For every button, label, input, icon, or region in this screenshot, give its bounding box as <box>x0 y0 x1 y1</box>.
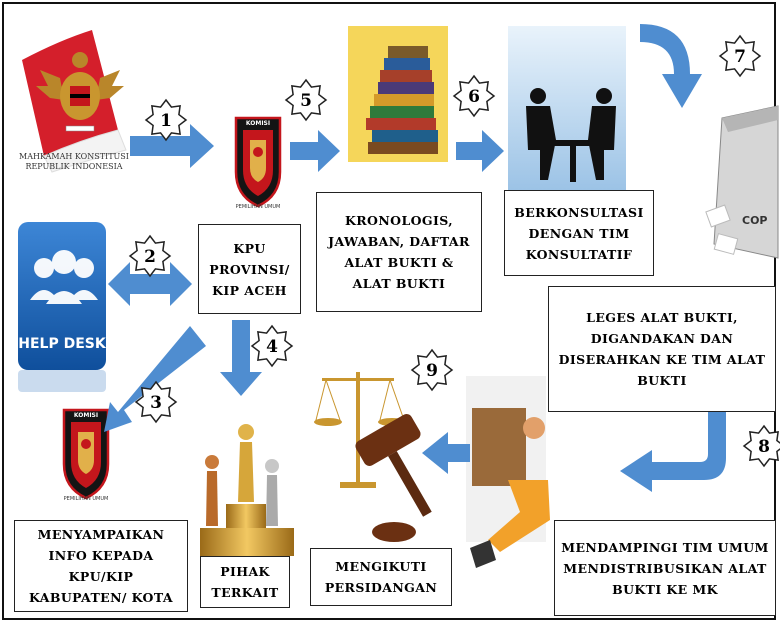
badge-number: 5 <box>300 91 312 111</box>
step-badge-4: 4 <box>250 324 294 368</box>
badge-star-shape <box>134 380 178 424</box>
box-kpu-provinsi-line: KIP ACEH <box>212 282 287 298</box>
box-pihak-terkait: PIHAK TERKAIT <box>200 556 290 608</box>
copier-illustration: COP <box>705 105 779 259</box>
box-mendampingi-line: MENDISTRIBUSIKAN ALAT <box>563 560 767 576</box>
box-pihak-terkait-line: PIHAK <box>220 564 270 579</box>
box-leges-line: LEGES ALAT BUKTI, <box>586 310 738 325</box>
box-berkonsultasi-line: BERKONSULTASI <box>514 204 644 220</box>
copier-label: COP <box>742 214 768 227</box>
arrow-1 <box>130 124 214 168</box>
arrow-9 <box>422 432 470 474</box>
badge-star-shape <box>144 98 188 142</box>
helpdesk-icon <box>18 222 106 392</box>
box-kronologis-line: JAWABAN, DAFTAR <box>328 234 470 249</box>
step-badge-7: 7 <box>718 34 762 78</box>
step-badge-6: 6 <box>452 74 496 118</box>
kpu-top-caption: KOMISI <box>245 120 271 127</box>
mk-caption: MAHKAMAH KONSTITUSI REPUBLIK INDONESIA <box>14 152 134 172</box>
badge-number: 8 <box>758 437 770 457</box>
box-leges: LEGES ALAT BUKTI, DIGANDAKAN DAN DISERAH… <box>548 286 776 412</box>
box-berkonsultasi-line: KONSULTATIF <box>525 246 633 262</box>
badge-star-shape <box>718 34 762 78</box>
box-leges-line: DISERAHKAN KE TIM ALAT <box>558 352 766 367</box>
step-badge-3: 3 <box>134 380 178 424</box>
badge-star-shape <box>284 78 328 122</box>
arrows <box>104 24 726 492</box>
arrow-7 <box>640 24 702 108</box>
step-badge-1: 1 <box>144 98 188 142</box>
step-badge-2: 2 <box>128 234 172 278</box>
step-badges: 1 2 3 4 5 6 7 8 9 <box>128 34 780 468</box>
box-kronologis-line: KRONOLOGIS, <box>345 213 453 228</box>
badge-number: 2 <box>144 247 156 267</box>
badge-number: 3 <box>150 393 162 413</box>
box-mendampingi: MENDAMPINGI TIM UMUM MENDISTRIBUSIKAN AL… <box>554 520 776 616</box>
kpu-bottom-caption: KOMISI <box>73 412 99 419</box>
arrow-8 <box>620 404 726 492</box>
box-pihak-terkait-line: TERKAIT <box>211 585 279 600</box>
box-kronologis-line: ALAT BUKTI & <box>344 255 454 270</box>
box-kpu-provinsi: KPU PROVINSI/ KIP ACEH <box>198 224 301 314</box>
box-kronologis: KRONOLOGIS, JAWABAN, DAFTAR ALAT BUKTI &… <box>316 192 482 312</box>
box-kronologis-line: ALAT BUKTI <box>352 276 446 291</box>
badge-star-shape <box>128 234 172 278</box>
box-leges-line: DIGANDAKAN DAN <box>590 331 734 346</box>
kpu-logo-top <box>234 116 282 208</box>
step-badge-8: 8 <box>742 424 780 468</box>
badge-number: 6 <box>468 87 480 107</box>
box-kpu-provinsi-line: PROVINSI/ <box>209 261 290 277</box>
box-menyampaikan-line: MENYAMPAIKAN <box>37 527 165 542</box>
box-persidangan-line: MENGIKUTI <box>335 559 427 574</box>
arrow-2 <box>108 262 192 306</box>
mk-caption-line2: REPUBLIK INDONESIA <box>25 162 123 171</box>
box-menyampaikan-line: INFO KEPADA <box>48 548 154 563</box>
box-menyampaikan-line: KPU/KIP <box>68 569 134 584</box>
step-badge-5: 5 <box>284 78 328 122</box>
badge-star-shape <box>742 424 780 468</box>
box-mendampingi-line: BUKTI KE MK <box>612 581 718 597</box>
arrow-3 <box>104 326 206 432</box>
arrow-6 <box>456 130 504 172</box>
arrow-5 <box>290 130 340 172</box>
books-illustration <box>348 26 448 162</box>
helpdesk-label: HELP DESK <box>18 336 106 352</box>
step-badge-9: 9 <box>410 348 454 392</box>
courier-illustration <box>466 376 550 568</box>
badge-star-shape <box>452 74 496 118</box>
kpu-bottom-subcaption: PEMILIHAN UMUM <box>63 496 109 502</box>
badge-star-shape <box>250 324 294 368</box>
box-leges-line: BUKTI <box>637 373 687 388</box>
badge-star-shape <box>410 348 454 392</box>
box-persidangan: MENGIKUTI PERSIDANGAN <box>310 548 452 606</box>
box-berkonsultasi-line: DENGAN TIM <box>528 225 630 241</box>
podium-illustration <box>200 424 294 556</box>
badge-number: 7 <box>734 47 746 67</box>
garuda-emblem <box>36 52 124 132</box>
box-mendampingi-line: MENDAMPINGI TIM UMUM <box>561 539 769 555</box>
consultation-illustration <box>508 26 626 190</box>
mk-logo <box>22 30 127 173</box>
mk-caption-line1: MAHKAMAH KONSTITUSI <box>19 152 129 161</box>
justice-illustration <box>314 372 432 542</box>
box-menyampaikan: MENYAMPAIKAN INFO KEPADA KPU/KIP KABUPAT… <box>14 520 188 612</box>
badge-number: 9 <box>426 361 438 381</box>
box-menyampaikan-line: KABUPATEN/ KOTA <box>29 590 173 605</box>
box-kpu-provinsi-line: KPU <box>233 240 266 256</box>
badge-number: 4 <box>266 337 278 357</box>
badge-number: 1 <box>160 111 172 131</box>
kpu-logo-bottom <box>62 408 110 500</box>
box-persidangan-line: PERSIDANGAN <box>324 580 438 595</box>
arrow-4 <box>220 320 262 396</box>
flag-white <box>43 129 127 173</box>
kpu-top-subcaption: PEMILIHAN UMUM <box>235 204 281 210</box>
box-berkonsultasi: BERKONSULTASI DENGAN TIM KONSULTATIF <box>504 190 654 276</box>
